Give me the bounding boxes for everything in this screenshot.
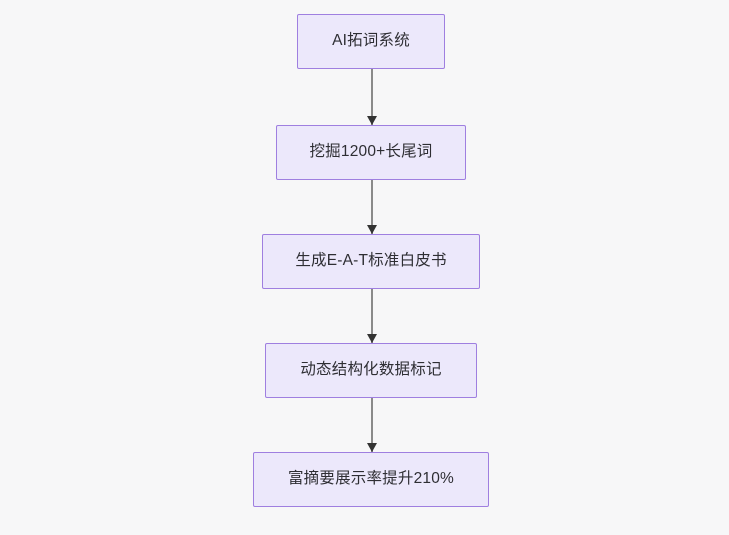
flow-node-label: 挖掘1200+长尾词	[309, 143, 433, 161]
flow-edge-1-to-2	[367, 69, 377, 125]
flow-node-label: 动态结构化数据标记	[300, 361, 442, 379]
flow-edge-4-to-5	[367, 398, 377, 452]
flow-node-label: 生成E-A-T标准白皮书	[295, 252, 447, 270]
edge-line	[371, 69, 373, 125]
edge-line	[371, 289, 373, 343]
flow-node-label: AI拓词系统	[332, 32, 410, 50]
arrow-head-icon	[367, 225, 377, 234]
arrow-head-icon	[367, 116, 377, 125]
edge-line	[371, 398, 373, 452]
flow-edge-2-to-3	[367, 180, 377, 234]
flow-node-rich-snippet-rate-increase[interactable]: 富摘要展示率提升210%	[253, 452, 489, 507]
arrow-head-icon	[367, 443, 377, 452]
flow-node-generate-eat-whitepaper[interactable]: 生成E-A-T标准白皮书	[262, 234, 480, 289]
flow-edge-3-to-4	[367, 289, 377, 343]
flow-node-label: 富摘要展示率提升210%	[287, 470, 455, 488]
flow-node-dynamic-structured-data-markup[interactable]: 动态结构化数据标记	[265, 343, 477, 398]
edge-line	[371, 180, 373, 234]
flow-node-ai-keyword-system[interactable]: AI拓词系统	[297, 14, 445, 69]
arrow-head-icon	[367, 334, 377, 343]
flow-node-mine-longtail-keywords[interactable]: 挖掘1200+长尾词	[276, 125, 466, 180]
